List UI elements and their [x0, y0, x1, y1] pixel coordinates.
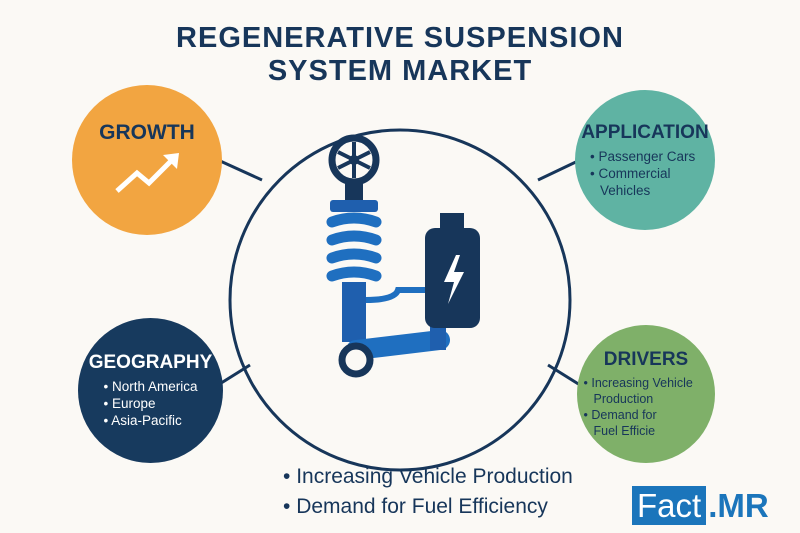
- geography-circle: GEOGRAPHY North America Europe Asia-Paci…: [78, 318, 223, 463]
- application-heading: APPLICATION: [581, 121, 709, 143]
- drivers-circle: DRIVERS Increasing Vehicle Production De…: [577, 325, 715, 463]
- growth-circle: GROWTH: [72, 85, 222, 235]
- geography-item: North America: [103, 378, 198, 395]
- drivers-heading: DRIVERS: [603, 349, 689, 370]
- factmr-logo: Fact .MR: [632, 486, 769, 525]
- logo-suffix: .MR: [708, 486, 769, 524]
- trend-up-arrow-icon: [115, 153, 179, 193]
- geography-item: Asia-Pacific: [103, 412, 197, 429]
- central-circle: [228, 128, 572, 472]
- lightning-icon: [444, 255, 464, 304]
- geography-heading: GEOGRAPHY: [88, 352, 213, 373]
- bottom-bullet-list: Increasing Vehicle Production Demand for…: [283, 462, 573, 522]
- application-item: Passenger Cars: [590, 148, 700, 165]
- geography-item: Europe: [103, 395, 197, 412]
- drivers-item: Demand for Fuel Efficie: [584, 407, 684, 439]
- application-circle: APPLICATION Passenger Cars Commercial Ve…: [575, 90, 715, 230]
- drivers-item: Increasing Vehicle Production: [584, 375, 709, 407]
- regenerative-shock-absorber-icon: [326, 134, 480, 378]
- title-line-1: REGENERATIVE SUSPENSION: [176, 22, 624, 54]
- title-line-2: SYSTEM MARKET: [267, 55, 533, 87]
- logo-box-text: Fact: [632, 486, 707, 525]
- bottom-bullet: Demand for Fuel Efficiency: [283, 492, 573, 522]
- bottom-bullet: Increasing Vehicle Production: [283, 462, 573, 492]
- growth-heading: GROWTH: [99, 121, 195, 144]
- application-item: Commercial Vehicles: [590, 165, 700, 199]
